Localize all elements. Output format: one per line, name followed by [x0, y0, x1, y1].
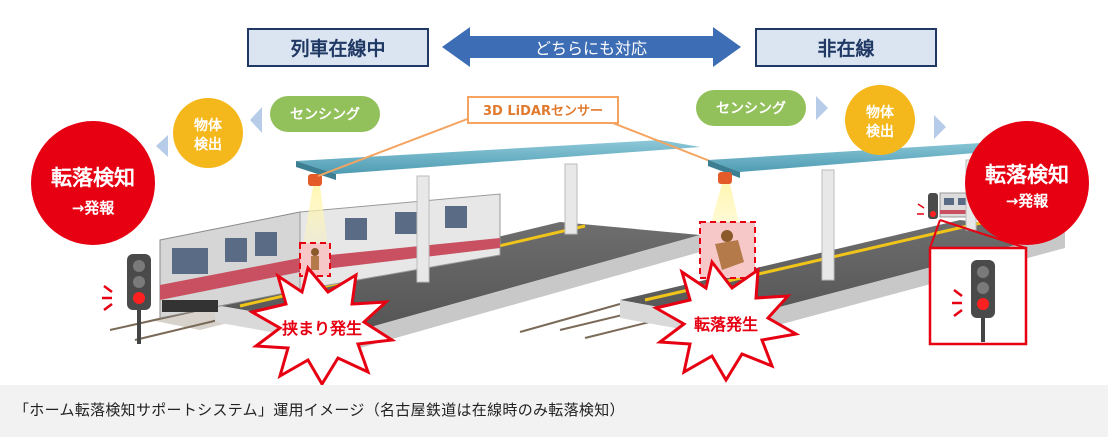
caught-event-label: 挟まり発生 — [282, 319, 362, 338]
state-banner-in-service-label: 列車在線中 — [290, 37, 385, 60]
right-fall-detect-label: 転落検知 — [985, 163, 1069, 187]
right-signal-zoom — [928, 219, 1028, 346]
figure-caption: 「ホーム転落検知サポートシステム」運用イメージ（名古屋鉄道は在線時のみ転落検知） — [14, 401, 625, 419]
right-alarm-label: →発報 — [1006, 192, 1050, 210]
lidar-label: 3D LiDARセンサー — [467, 96, 619, 124]
right-object-detect-line1: 物体 — [866, 104, 895, 121]
fall-event-burst: 転落発生 — [651, 258, 801, 383]
left-signal — [102, 254, 151, 344]
left-flow-arrow-2 — [250, 107, 262, 133]
left-train — [159, 193, 501, 319]
left-flow-arrow-1 — [156, 135, 168, 157]
both-directions-arrow: どちらにも対応 — [442, 27, 741, 67]
right-object-detect-line2: 検出 — [866, 123, 894, 140]
scene: 列車在線中 どちらにも対応 非在線 — [31, 27, 1089, 385]
right-small-signal — [917, 193, 938, 219]
left-object-detect-line2: 検出 — [194, 136, 222, 153]
left-fall-detect-alert: 転落検知 →発報 — [31, 121, 155, 245]
right-sensing-label: センシング — [716, 100, 786, 117]
left-alarm-label: →発報 — [72, 199, 116, 217]
right-flow-arrow-1 — [816, 96, 828, 120]
right-flow-arrow-2 — [934, 115, 946, 139]
left-object-detect-line1: 物体 — [194, 117, 223, 134]
left-roof — [296, 140, 700, 283]
fallen-person — [699, 221, 756, 279]
left-object-detect: 物体 検出 — [173, 98, 243, 168]
left-sensing: センシング — [270, 96, 380, 132]
both-directions-label: どちらにも対応 — [535, 39, 647, 58]
lidar-pointer-right — [599, 117, 716, 164]
right-fall-detect-alert: 転落検知 →発報 — [965, 121, 1089, 245]
state-banner-not-in-service: 非在線 — [755, 28, 937, 67]
lidar-label-text: 3D LiDARセンサー — [483, 104, 603, 119]
right-object-detect: 物体 検出 — [845, 85, 915, 155]
caught-person — [299, 242, 331, 277]
state-banner-in-service: 列車在線中 — [247, 28, 429, 67]
fall-event-label: 転落発生 — [694, 315, 758, 334]
left-fall-detect-label: 転落検知 — [51, 166, 135, 190]
caption-bar: 「ホーム転落検知サポートシステム」運用イメージ（名古屋鉄道は在線時のみ転落検知） — [0, 385, 1108, 437]
right-sensing: センシング — [696, 90, 806, 126]
lidar-pointer-left — [317, 117, 471, 177]
left-sensing-label: センシング — [290, 106, 360, 123]
caught-event-burst: 挟まり発生 — [247, 264, 397, 385]
state-banner-not-in-service-label: 非在線 — [817, 37, 874, 60]
